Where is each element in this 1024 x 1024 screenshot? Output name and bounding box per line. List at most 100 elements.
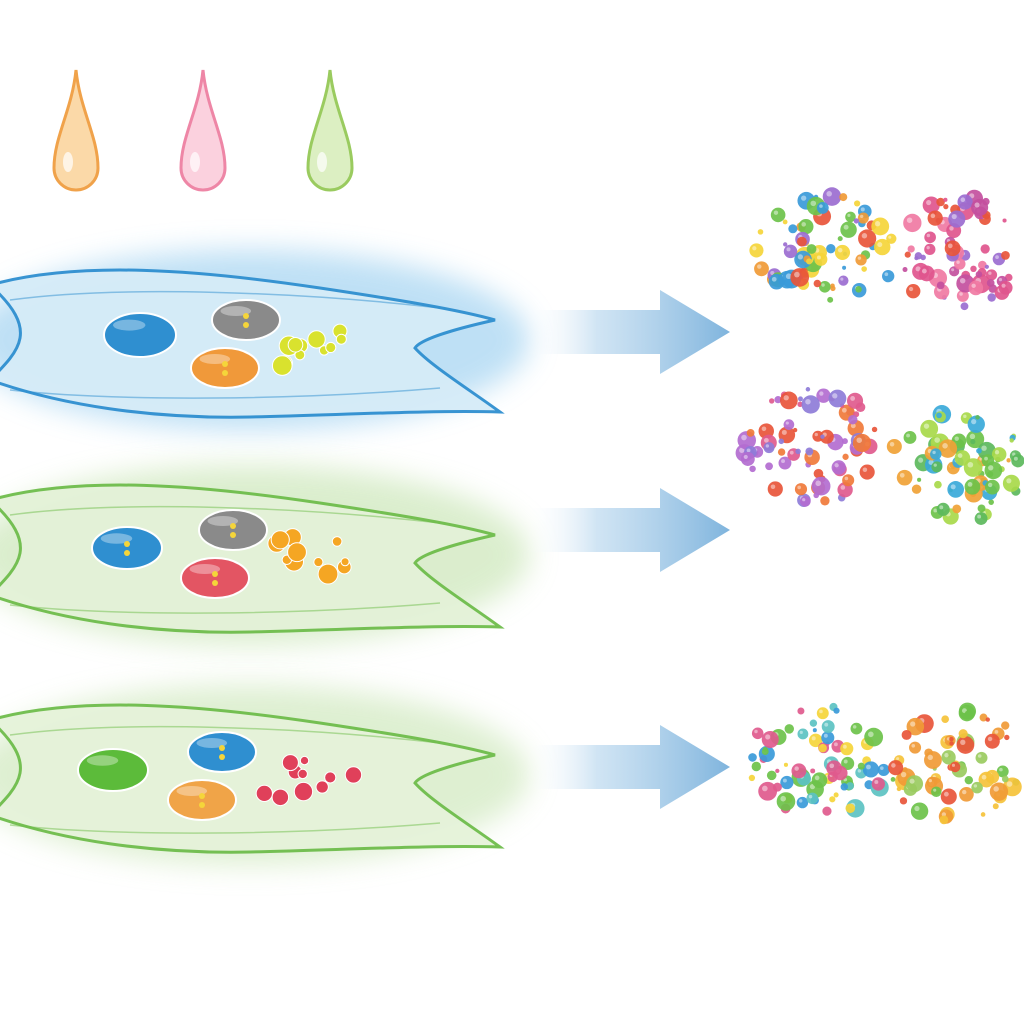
particle-shine (927, 754, 933, 761)
particle-shine (823, 733, 828, 738)
particle (749, 243, 764, 258)
granule-group (271, 323, 348, 376)
granule (315, 780, 329, 794)
particle (980, 244, 990, 254)
droplet-body (52, 69, 100, 192)
particle (859, 464, 875, 480)
particle-shine (988, 465, 994, 471)
particle (1009, 438, 1014, 443)
particle (821, 720, 835, 734)
particle-shine (911, 744, 916, 748)
particle-shine (981, 774, 987, 780)
particle (941, 715, 950, 724)
particle (914, 252, 923, 260)
particle-shine (781, 429, 787, 435)
row-1 (0, 187, 1013, 430)
particle (842, 265, 847, 270)
particle (922, 196, 940, 214)
particle (740, 452, 755, 466)
particle-shine (781, 459, 785, 464)
particle-shine (746, 448, 751, 453)
particle (765, 462, 773, 471)
particle (811, 476, 831, 496)
particle (800, 495, 811, 507)
particle (964, 478, 981, 495)
particle-shine (914, 805, 920, 812)
particle (927, 210, 943, 226)
cell-inner-line (9, 602, 441, 614)
particle-shine (950, 484, 956, 490)
particle (984, 733, 1000, 749)
particle (964, 775, 974, 785)
particle (877, 763, 890, 776)
organelle-dot (124, 541, 130, 547)
arrow-shape (525, 290, 730, 374)
organelle-dot (222, 370, 228, 376)
granule (299, 755, 310, 766)
particle (949, 761, 961, 773)
blue-particle-cluster (748, 702, 890, 818)
particle (829, 796, 836, 803)
particle-shine (951, 268, 955, 272)
particle-shine (752, 246, 757, 251)
particle (906, 775, 924, 793)
particle-shine (829, 763, 835, 769)
particle (874, 238, 891, 256)
particle (848, 414, 858, 425)
particle (788, 224, 798, 234)
particle-shine (915, 266, 921, 272)
particle (970, 265, 977, 273)
particle (984, 264, 989, 269)
organelle-dot (243, 322, 249, 328)
particle-shine (1001, 283, 1006, 288)
particle-shine (880, 766, 884, 770)
particle-shine (841, 407, 847, 413)
particle-shine (962, 789, 967, 795)
particle-shine (811, 736, 816, 741)
particle (986, 269, 998, 281)
blue-organelle (187, 731, 257, 773)
particle-shine (819, 391, 824, 396)
particle-shine (773, 210, 779, 215)
gray-organelle (198, 509, 268, 551)
particle (845, 211, 856, 223)
particle (840, 742, 854, 756)
particle (954, 258, 966, 270)
particle (949, 741, 954, 746)
particle (795, 448, 801, 455)
particle (917, 477, 922, 482)
particle (767, 481, 783, 497)
particle-shine (984, 456, 988, 461)
particle (987, 293, 996, 302)
organelle-highlight (189, 564, 221, 574)
organelle-body (187, 731, 257, 773)
particle (813, 279, 822, 288)
particle-shine (930, 213, 936, 219)
particle-shine (799, 799, 803, 803)
granule (255, 784, 273, 803)
particle-shine (866, 764, 871, 770)
particle-shine (926, 233, 931, 238)
particle (976, 447, 982, 454)
particle-shine (789, 450, 794, 455)
particle-shine (786, 247, 791, 252)
particle-shine (967, 482, 973, 487)
particle (964, 710, 974, 720)
particle-shine (951, 213, 957, 220)
particle-shine (821, 283, 825, 287)
particle (821, 731, 835, 745)
particle-shine (843, 224, 849, 230)
organelle-dot (219, 754, 225, 760)
particle (805, 387, 811, 392)
particle (936, 197, 945, 207)
blue-organelle (103, 312, 177, 358)
particle-shine (850, 396, 856, 401)
particle (794, 483, 808, 496)
green-organelle (77, 748, 149, 792)
particle (1002, 474, 1020, 492)
particle-shine (906, 433, 910, 438)
particle (936, 502, 950, 516)
granule (325, 341, 337, 354)
particle-shine (995, 255, 999, 260)
